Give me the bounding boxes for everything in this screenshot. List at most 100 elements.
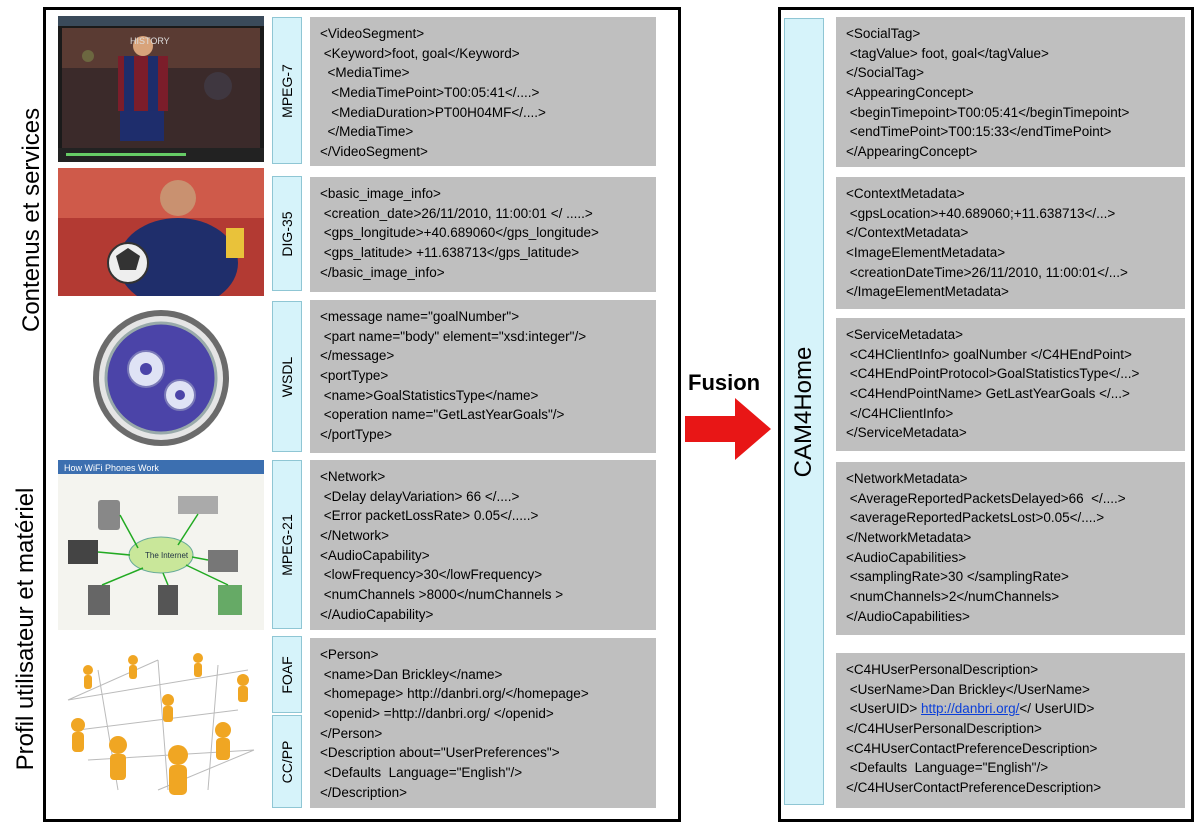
code-line: </AudioCapabilities>	[846, 608, 970, 624]
side-label-content-services: Contenus et services	[18, 107, 45, 332]
social-network-illustration	[58, 640, 264, 800]
code-line: <message name="goalNumber">	[320, 309, 520, 324]
code-line: <basic_image_info>	[320, 186, 441, 201]
code-line: <Description about="UserPreferences">	[320, 745, 560, 761]
code-line: <Defaults Language="English"/>	[846, 760, 1049, 776]
cam4home-label: CAM4Home	[790, 346, 817, 477]
svg-text:HISTORY: HISTORY	[130, 36, 170, 46]
code-line: <endTimePoint>T00:15:33</endTimePoint>	[846, 124, 1112, 140]
code-line: <ContextMetadata>	[846, 186, 965, 201]
code-line: <MediaDuration>PT00H04MF</....>	[320, 104, 546, 120]
code-line: <part name="body" element="xsd:integer"/…	[320, 328, 587, 344]
code-line: </MediaTime>	[320, 124, 414, 140]
football-player-photo	[58, 168, 264, 296]
code-line: <portType>	[320, 368, 389, 384]
code-line: <beginTimepoint>T00:05:41</beginTimepoin…	[846, 104, 1130, 120]
code-line: <NetworkMetadata>	[846, 471, 968, 486]
tag-mpeg21: MPEG-21	[272, 460, 302, 629]
code-line: <SocialTag>	[846, 26, 921, 41]
code-line: <Keyword>foot, goal</Keyword>	[320, 45, 520, 61]
code-line: </NetworkMetadata>	[846, 530, 972, 546]
code-line: <C4HUserContactPreferenceDescription>	[846, 740, 1098, 756]
tag-dig35: DIG-35	[272, 176, 302, 291]
tag-ccpp-label: CC/PP	[279, 740, 295, 783]
code-block-mpeg7: <VideoSegment> <Keyword>foot, goal</Keyw…	[310, 17, 656, 166]
tag-ccpp: CC/PP	[272, 715, 302, 808]
code-line: </message>	[320, 348, 395, 364]
code-line: </AppearingConcept>	[846, 144, 978, 160]
code-block-foaf-ccpp: <Person> <name>Dan Brickley</name> <home…	[310, 638, 656, 808]
code-line: <AudioCapability>	[320, 547, 430, 563]
code-line: <AverageReportedPacketsDelayed>66 </....…	[846, 490, 1126, 506]
code-line: </Person>	[320, 725, 383, 741]
code-block-mpeg21: <Network> <Delay delayVariation> 66 </..…	[310, 460, 656, 630]
code-line: <MediaTimePoint>T00:05:41</....>	[320, 85, 540, 101]
code-line: </C4HUserContactPreferenceDescription>	[846, 780, 1102, 796]
svg-text:The Internet: The Internet	[145, 551, 189, 560]
code-block-user-description: <C4HUserPersonalDescription> <UserName>D…	[836, 653, 1185, 808]
code-line: <gps_latitude> +11.638713</gps_latitude>	[320, 245, 580, 261]
code-block-service-metadata: <ServiceMetadata> <C4HClientInfo> goalNu…	[836, 318, 1185, 451]
code-line: <Person>	[320, 647, 379, 662]
code-line: </Description>	[320, 784, 408, 800]
code-line: <C4HClientInfo> goalNumber </C4HEndPoint…	[846, 346, 1132, 362]
code-line: <name>Dan Brickley</name>	[320, 666, 503, 682]
fusion-arrow-icon	[685, 398, 771, 460]
code-line: <name>GoalStatisticsType</name>	[320, 387, 539, 403]
code-line: <C4HendPointName> GetLastYearGoals </...…	[846, 386, 1130, 402]
code-block-network-metadata: <NetworkMetadata> <AverageReportedPacket…	[836, 462, 1185, 635]
gears-service-icon	[58, 303, 264, 453]
code-line: </portType>	[320, 427, 393, 443]
code-line: <AppearingConcept>	[846, 85, 974, 101]
tag-mpeg7: MPEG-7	[272, 17, 302, 164]
cam4home-tag: CAM4Home	[784, 18, 824, 805]
code-line: <Defaults Language="English"/>	[320, 765, 523, 781]
tag-mpeg21-label: MPEG-21	[279, 513, 295, 576]
code-line: <samplingRate>30 </samplingRate>	[846, 569, 1069, 585]
code-line: <gpsLocation>+40.689060;+11.638713</...>	[846, 205, 1116, 221]
code-line: <tagValue> foot, goal</tagValue>	[846, 45, 1049, 61]
code-line: </C4HUserPersonalDescription>	[846, 721, 1042, 737]
code-line: <C4HEndPointProtocol>GoalStatisticsType<…	[846, 366, 1140, 382]
tag-dig35-label: DIG-35	[279, 210, 295, 257]
code-line: </VideoSegment>	[320, 144, 428, 160]
code-line: <gps_longitude>+40.689060</gps_longitude…	[320, 225, 599, 241]
code-line: <Network>	[320, 469, 386, 484]
code-block-dig35: <basic_image_info> <creation_date>26/11/…	[310, 177, 656, 292]
code-line: <UserName>Dan Brickley</UserName>	[846, 681, 1090, 697]
tag-mpeg7-label: MPEG-7	[279, 63, 295, 118]
code-line: <Error packetLossRate> 0.05</.....>	[320, 508, 539, 524]
code-block-wsdl: <message name="goalNumber"> <part name="…	[310, 300, 656, 453]
code-line: </ContextMetadata>	[846, 225, 969, 241]
code-line: <homepage> http://danbri.org/</homepage>	[320, 686, 589, 702]
user-uid-link[interactable]: http://danbri.org/	[921, 701, 1020, 717]
code-line: </basic_image_info>	[320, 264, 445, 280]
code-line: </ImageElementMetadata>	[846, 284, 1009, 300]
code-line: <C4HUserPersonalDescription>	[846, 662, 1039, 677]
tag-foaf-label: FOAF	[279, 655, 295, 694]
code-line: <Delay delayVariation> 66 </....>	[320, 488, 520, 504]
code-line: <openid> =http://danbri.org/ </openid>	[320, 706, 554, 722]
code-line: <creationDateTime>26/11/2010, 11:00:01</…	[846, 264, 1128, 280]
code-line: </C4HClientInfo>	[846, 405, 954, 421]
code-line: <creation_date>26/11/2010, 11:00:01 </ .…	[320, 205, 593, 221]
code-line: </ServiceMetadata>	[846, 425, 967, 441]
wifi-phones-diagram: How WiFi Phones Work The Internet	[58, 460, 264, 630]
code-line: <lowFrequency>30</lowFrequency>	[320, 567, 543, 583]
code-line: <averageReportedPacketsLost>0.05</....>	[846, 510, 1105, 526]
code-line: <MediaTime>	[320, 65, 410, 81]
code-line: <ServiceMetadata>	[846, 327, 964, 342]
code-line: <operation name="GetLastYearGoals"/>	[320, 407, 565, 423]
code-line: <AudioCapabilities>	[846, 549, 967, 565]
code-line: </SocialTag>	[846, 65, 925, 81]
code-block-context-metadata: <ContextMetadata> <gpsLocation>+40.68906…	[836, 177, 1185, 309]
video-thumbnail: HISTORY	[58, 16, 264, 162]
tag-wsdl-label: WSDL	[279, 356, 295, 397]
code-line: <VideoSegment>	[320, 26, 425, 41]
code-line: <numChannels >8000</numChannels >	[320, 587, 564, 603]
fusion-label: Fusion	[688, 370, 761, 395]
code-block-social-tag: <SocialTag> <tagValue> foot, goal</tagVa…	[836, 17, 1185, 167]
code-line: </AudioCapability>	[320, 606, 434, 622]
code-line: <UserUID> http://danbri.org/</ UserUID>	[846, 701, 1095, 717]
tag-foaf: FOAF	[272, 636, 302, 713]
